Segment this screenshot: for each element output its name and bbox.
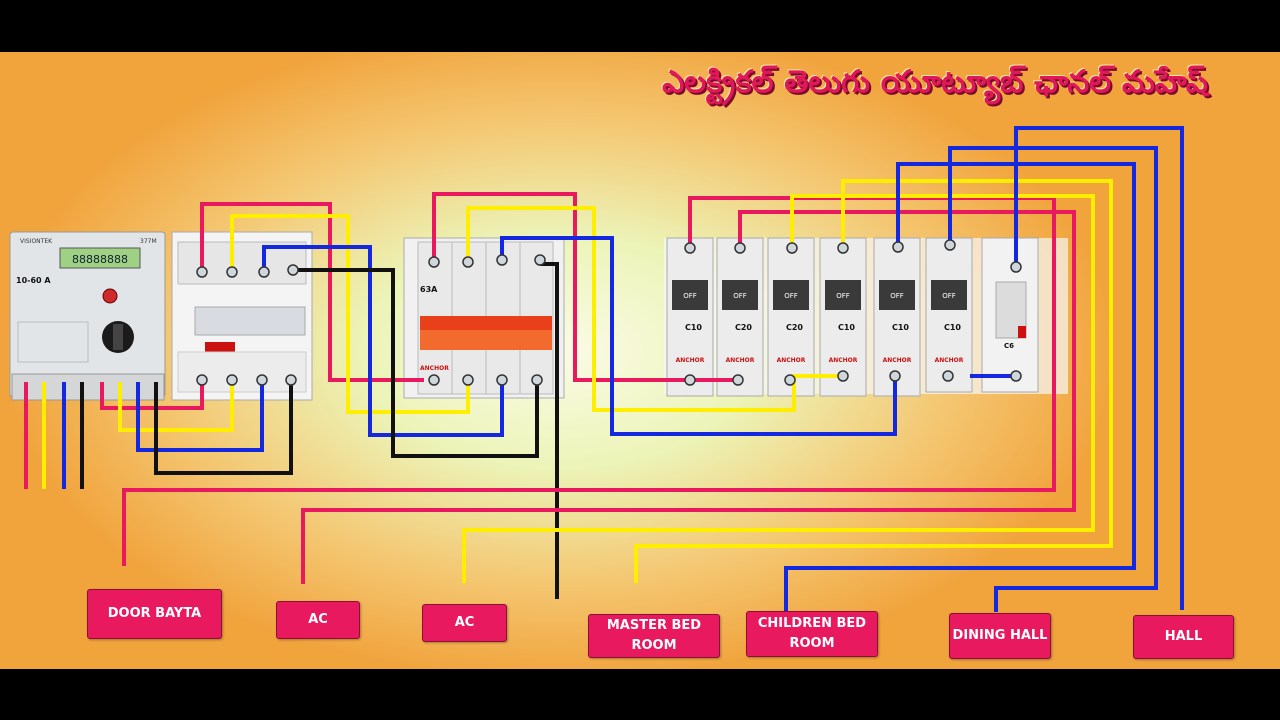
- mcb-5-brand: ANCHOR: [883, 357, 912, 364]
- mcb-4: OFF C10 ANCHOR: [819, 237, 867, 397]
- meter-rating: 10-60 A: [16, 276, 51, 285]
- mcb-2-state: OFF: [733, 292, 747, 300]
- mcb-6: OFF C10 ANCHOR: [925, 237, 973, 393]
- mcb-2-rating: C20: [735, 323, 752, 332]
- energy-meter: 88888888 VISIONTEK 377M 10-60 A: [9, 231, 166, 401]
- mcb-row: OFF C10 ANCHOR OFF C20 ANCHOR OFF: [664, 237, 1068, 397]
- mcb-1-rating: C10: [685, 323, 702, 332]
- spn-mcb-rating: C6: [1004, 342, 1014, 350]
- mcb-1-brand: ANCHOR: [676, 357, 705, 364]
- mcb-5-state: OFF: [890, 292, 904, 300]
- svg-text:88888888: 88888888: [72, 253, 128, 266]
- mcb-6-state: OFF: [942, 292, 956, 300]
- mcb-3-state: OFF: [784, 292, 798, 300]
- mcb-3-rating: C20: [786, 323, 803, 332]
- mcb-5: OFF C10 ANCHOR: [873, 237, 921, 397]
- mcb-4-brand: ANCHOR: [829, 357, 858, 364]
- label-hall: HALL: [1133, 615, 1234, 659]
- terminal-screws: [196, 239, 1022, 386]
- mcb-1-state: OFF: [683, 292, 697, 300]
- label-master-bed-room: MASTER BED ROOM: [588, 614, 720, 658]
- mcb-6-rating: C10: [944, 323, 961, 332]
- mcb-3-brand: ANCHOR: [777, 357, 806, 364]
- label-door-bayta: DOOR BAYTA: [87, 589, 222, 639]
- meter-model: 377M: [140, 238, 157, 245]
- mcb-3: OFF C20 ANCHOR: [767, 237, 815, 397]
- mcb-2: OFF C20 ANCHOR: [716, 237, 764, 397]
- label-children-bed-room: CHILDREN BED ROOM: [746, 611, 878, 657]
- channel-title: ఎలక్ట్రికల్ తెలుగు యూట్యూబ్ ఛానల్ మహేష్: [662, 64, 1208, 100]
- isolator-rating: 63A: [420, 285, 438, 294]
- wires: [24, 126, 1184, 612]
- mcb-5-rating: C10: [892, 323, 909, 332]
- mcb-4-rating: C10: [838, 323, 855, 332]
- meter-brand: VISIONTEK: [20, 238, 53, 245]
- mcb-4-state: OFF: [836, 292, 850, 300]
- mcb-6-brand: ANCHOR: [935, 357, 964, 364]
- wiring-diagram-board: 88888888 VISIONTEK 377M 10-60 A: [0, 52, 1280, 669]
- rccb: [171, 231, 313, 401]
- wiring-diagram: 88888888 VISIONTEK 377M 10-60 A: [9, 126, 1184, 612]
- isolator-brand: ANCHOR: [420, 365, 449, 372]
- label-ac-1: AC: [276, 601, 360, 639]
- spn-mcb: C6: [981, 237, 1039, 393]
- mcb-1: OFF C10 ANCHOR: [666, 237, 714, 397]
- label-ac-2: AC: [422, 604, 507, 642]
- mcb-2-brand: ANCHOR: [726, 357, 755, 364]
- label-dining-hall: DINING HALL: [949, 613, 1051, 659]
